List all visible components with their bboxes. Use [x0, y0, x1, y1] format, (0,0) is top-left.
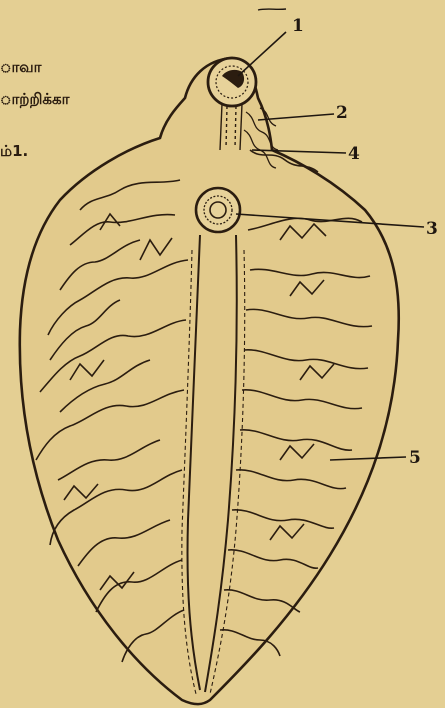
ventral-sucker — [196, 188, 240, 232]
label-1: 1 — [292, 16, 304, 36]
tamil-text-line-2: ாற்றிக்கா — [0, 90, 69, 110]
label-2: 2 — [336, 103, 348, 123]
tamil-text-line-3: ம்1. — [0, 142, 28, 162]
label-4: 4 — [348, 144, 360, 164]
label-5: 5 — [409, 448, 421, 468]
label-3: 3 — [426, 219, 438, 239]
tamil-text-line-1: ாவா — [0, 58, 41, 78]
